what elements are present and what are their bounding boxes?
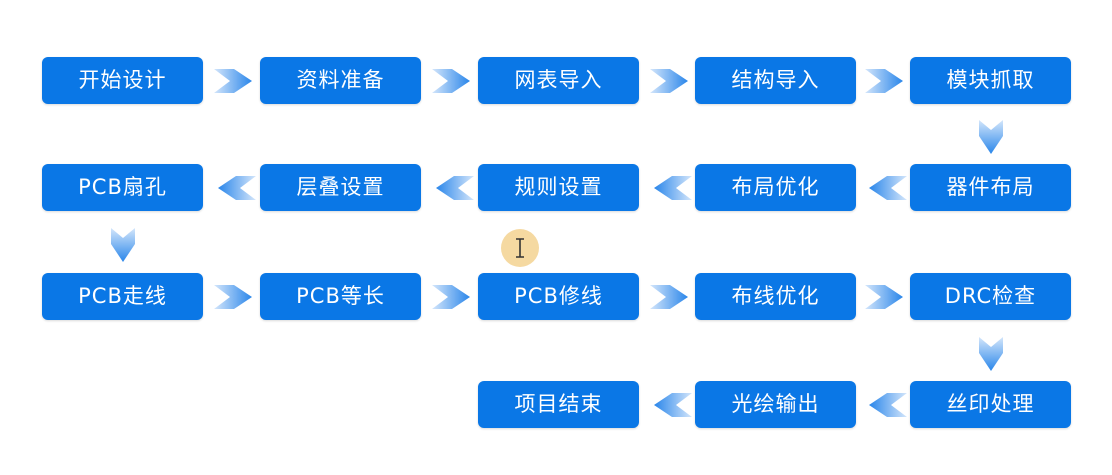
step-project-end: 项目结束	[478, 381, 639, 428]
step-pcb-length-matching: PCB等长	[260, 273, 421, 320]
step-pcb-routing: PCB走线	[42, 273, 203, 320]
arrow-left-icon	[654, 393, 692, 417]
arrow-right-icon	[432, 285, 470, 309]
step-stackup-setting: 层叠设置	[260, 164, 421, 211]
step-data-preparation: 资料准备	[260, 57, 421, 104]
step-structure-import: 结构导入	[695, 57, 856, 104]
step-component-placement: 器件布局	[910, 164, 1071, 211]
text-cursor-icon	[501, 229, 539, 267]
arrow-down-icon	[979, 337, 1003, 371]
arrow-right-icon	[865, 285, 903, 309]
step-pcb-fanout: PCB扇孔	[42, 164, 203, 211]
arrow-right-icon	[650, 69, 688, 93]
arrow-left-icon	[218, 176, 256, 200]
arrow-left-icon	[436, 176, 474, 200]
step-silkscreen-processing: 丝印处理	[910, 381, 1071, 428]
step-pcb-trace-fixing: PCB修线	[478, 273, 639, 320]
step-rule-setting: 规则设置	[478, 164, 639, 211]
step-netlist-import: 网表导入	[478, 57, 639, 104]
arrow-left-icon	[654, 176, 692, 200]
step-gerber-output: 光绘输出	[695, 381, 856, 428]
step-routing-optimization: 布线优化	[695, 273, 856, 320]
arrow-right-icon	[432, 69, 470, 93]
arrow-left-icon	[869, 176, 907, 200]
step-module-grab: 模块抓取	[910, 57, 1071, 104]
step-placement-optimization: 布局优化	[695, 164, 856, 211]
arrow-right-icon	[214, 285, 252, 309]
arrow-left-icon	[869, 393, 907, 417]
arrow-right-icon	[865, 69, 903, 93]
arrow-down-icon	[111, 228, 135, 262]
step-drc-check: DRC检查	[910, 273, 1071, 320]
arrow-right-icon	[214, 69, 252, 93]
step-start-design: 开始设计	[42, 57, 203, 104]
arrow-down-icon	[979, 120, 1003, 154]
arrow-right-icon	[650, 285, 688, 309]
